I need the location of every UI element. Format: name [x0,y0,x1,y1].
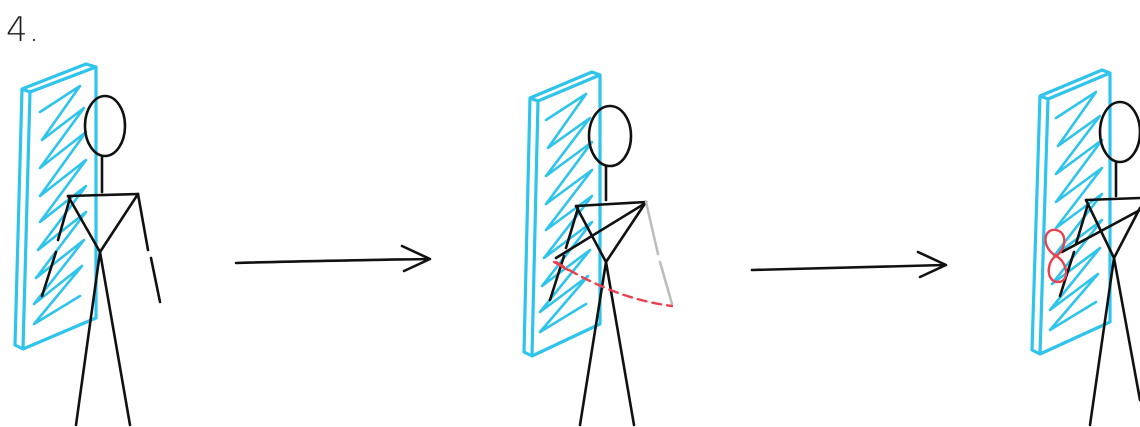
arrow-1 [236,246,430,271]
mirror-panel [15,64,96,349]
panel-zigzag [540,94,592,332]
panel-outline [524,72,600,356]
figure-arm-previous [646,202,672,304]
frame-1 [15,64,160,425]
figure-head [85,96,125,156]
frame-2 [524,72,672,425]
stick-figure [1060,102,1140,425]
figure-arm-right [138,194,160,302]
figure-head [589,106,631,166]
figure-legs [580,262,634,425]
panel-zigzag [34,86,86,324]
figure-legs [76,252,130,425]
mirror-panel [524,72,600,356]
mirror-panel [1032,70,1110,354]
arrow-2 [752,252,946,277]
figure-head [1100,102,1140,162]
panel-outline [1032,70,1110,354]
panel-zigzag [1050,92,1102,330]
figure-legs [1090,258,1140,425]
frame-3 [1032,70,1140,425]
